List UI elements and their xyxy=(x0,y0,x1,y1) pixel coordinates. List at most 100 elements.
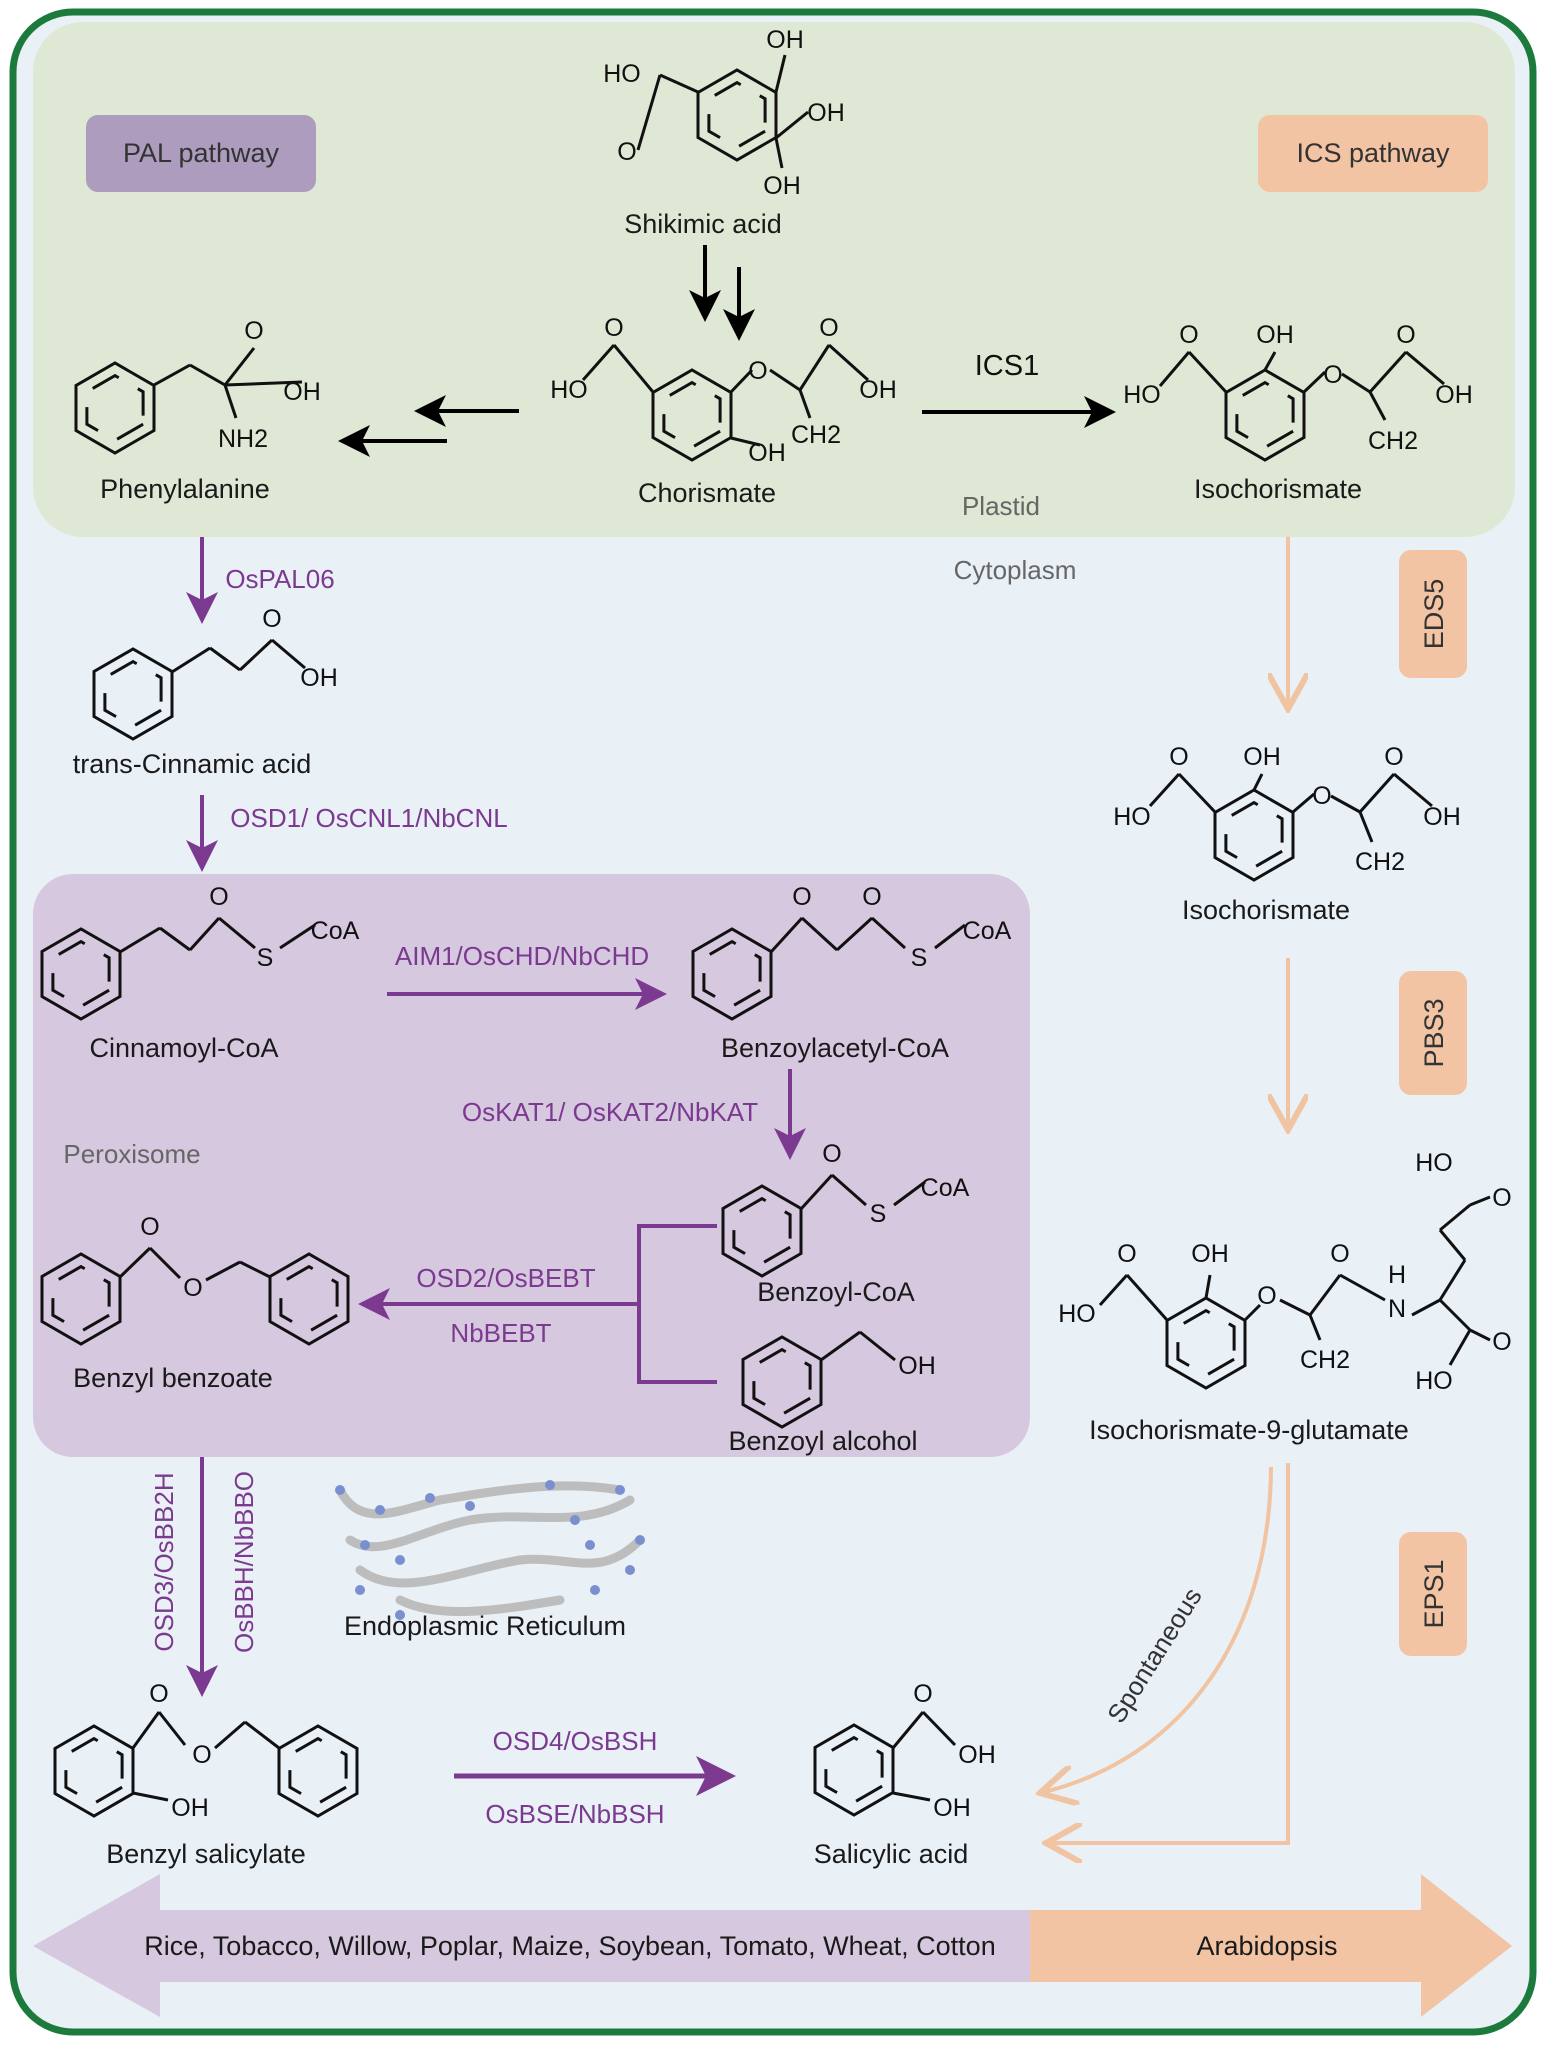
bond xyxy=(799,1173,834,1211)
compound-benzyl-salicylate: Benzyl salicylate xyxy=(106,1839,306,1869)
compound-isochorismate-cytoplasm: Isochorismate xyxy=(1182,895,1350,925)
isochorismate-cytoplasm-structure: HO O OH O O OH CH2 xyxy=(1113,743,1461,876)
svg-text:CoA: CoA xyxy=(963,917,1012,945)
ring-double-bonds xyxy=(288,1736,348,1806)
bond xyxy=(1308,1314,1322,1341)
ring-double-bonds xyxy=(64,1736,124,1806)
svg-text:NH2: NH2 xyxy=(218,425,268,453)
bond xyxy=(893,1180,926,1207)
svg-text:OH: OH xyxy=(283,378,321,406)
svg-text:O: O xyxy=(913,1680,932,1708)
bond xyxy=(214,1720,246,1750)
svg-text:CH2: CH2 xyxy=(1368,427,1418,455)
bond xyxy=(223,347,256,386)
ring-double-bonds xyxy=(1224,800,1284,870)
bond xyxy=(1204,1274,1212,1299)
bond xyxy=(159,926,191,952)
bond xyxy=(581,344,616,381)
peroxisome-label: Peroxisome xyxy=(63,1139,200,1169)
svg-text:HO: HO xyxy=(1113,803,1151,831)
plastid-arrows xyxy=(338,245,1116,457)
compound-benzoyl-coa: Benzoyl-CoA xyxy=(757,1277,915,1307)
bond xyxy=(934,923,966,950)
compound-chorismate: Chorismate xyxy=(638,478,776,508)
svg-text:O: O xyxy=(192,1741,211,1769)
bond xyxy=(1243,1303,1262,1322)
pal-pathway-arrows xyxy=(186,537,806,1796)
bond xyxy=(827,343,870,382)
bond xyxy=(153,363,191,387)
svg-text:O: O xyxy=(822,1140,841,1168)
bond xyxy=(132,1791,169,1802)
bond xyxy=(892,1791,931,1802)
bond xyxy=(798,344,831,391)
ics-pathway-label: ICS pathway xyxy=(1296,138,1450,168)
bond xyxy=(870,916,907,950)
svg-text:O: O xyxy=(183,1274,202,1302)
svg-text:CoA: CoA xyxy=(311,917,360,945)
bond xyxy=(1358,811,1374,843)
bond xyxy=(119,926,161,954)
svg-text:O: O xyxy=(1179,321,1198,349)
eps1-badge: EPS1 xyxy=(1399,1532,1467,1656)
bond xyxy=(1098,1273,1129,1307)
bond xyxy=(859,1330,896,1362)
bond xyxy=(659,73,699,94)
bond xyxy=(1358,772,1396,814)
ring-double-bonds xyxy=(103,659,163,729)
benzyl-salicylate-structure: O O OH xyxy=(149,1680,211,1822)
bond xyxy=(798,389,812,419)
bond xyxy=(223,384,238,419)
plastid-region xyxy=(33,22,1515,537)
compound-trans-cinnamic-acid: trans-Cinnamic acid xyxy=(73,749,312,779)
pal-pathway-badge xyxy=(86,115,316,192)
svg-text:O: O xyxy=(862,883,881,911)
bond xyxy=(1292,792,1315,814)
bond xyxy=(1263,351,1277,371)
shikimic-acid-structure: HO O OH OH OH xyxy=(603,26,845,200)
ics-pathway-arrows xyxy=(1040,537,1288,1843)
svg-text:O: O xyxy=(1257,1282,1276,1310)
ring-double-bonds xyxy=(51,1264,111,1334)
svg-text:OH: OH xyxy=(933,1794,971,1822)
svg-text:EPS1: EPS1 xyxy=(1419,1559,1449,1628)
bond xyxy=(831,1173,867,1207)
enzyme-osbse: OsBSE/NbBSH xyxy=(485,1799,664,1829)
bond xyxy=(1308,1274,1342,1316)
svg-text:S: S xyxy=(911,944,928,972)
bond xyxy=(1302,370,1327,394)
bond xyxy=(224,380,303,387)
svg-text:PBS3: PBS3 xyxy=(1419,998,1449,1067)
compound-phenylalanine: Phenylalanine xyxy=(100,474,270,504)
svg-text:O: O xyxy=(1169,743,1188,771)
bond xyxy=(835,916,874,952)
svg-text:O: O xyxy=(1323,361,1342,389)
bond xyxy=(769,368,801,392)
svg-text:OH: OH xyxy=(1435,381,1473,409)
compound-benzyl-benzoate: Benzyl benzoate xyxy=(73,1363,273,1393)
ring-double-bonds xyxy=(824,1735,884,1805)
compound-isochorismate: Isochorismate xyxy=(1194,474,1362,504)
svg-text:CH2: CH2 xyxy=(1355,848,1405,876)
cinnamic-acid-structure: O OH xyxy=(262,605,337,692)
bond xyxy=(1469,1195,1491,1207)
svg-text:O: O xyxy=(1384,743,1403,771)
enzyme-nbbebt: NbBEBT xyxy=(450,1318,551,1348)
bond xyxy=(239,1260,271,1279)
bond xyxy=(1411,1298,1441,1317)
compound-salicylic-acid: Salicylic acid xyxy=(814,1839,969,1869)
bond xyxy=(1405,350,1445,386)
bond xyxy=(1187,350,1228,394)
svg-text:O: O xyxy=(1396,321,1415,349)
svg-text:OH: OH xyxy=(766,26,804,54)
ring xyxy=(1224,368,1306,462)
bond xyxy=(148,1246,182,1280)
svg-text:OH: OH xyxy=(1191,1240,1229,1268)
pal-pathway-label: PAL pathway xyxy=(123,138,280,168)
bond xyxy=(891,1711,925,1749)
enzyme-osbbh: OsBBH/NbBBO xyxy=(229,1471,259,1653)
ics-pathway-badge xyxy=(1258,115,1488,192)
ring xyxy=(1213,788,1295,882)
benzoylacetyl-coa-structure: O O S CoA xyxy=(792,883,1011,972)
